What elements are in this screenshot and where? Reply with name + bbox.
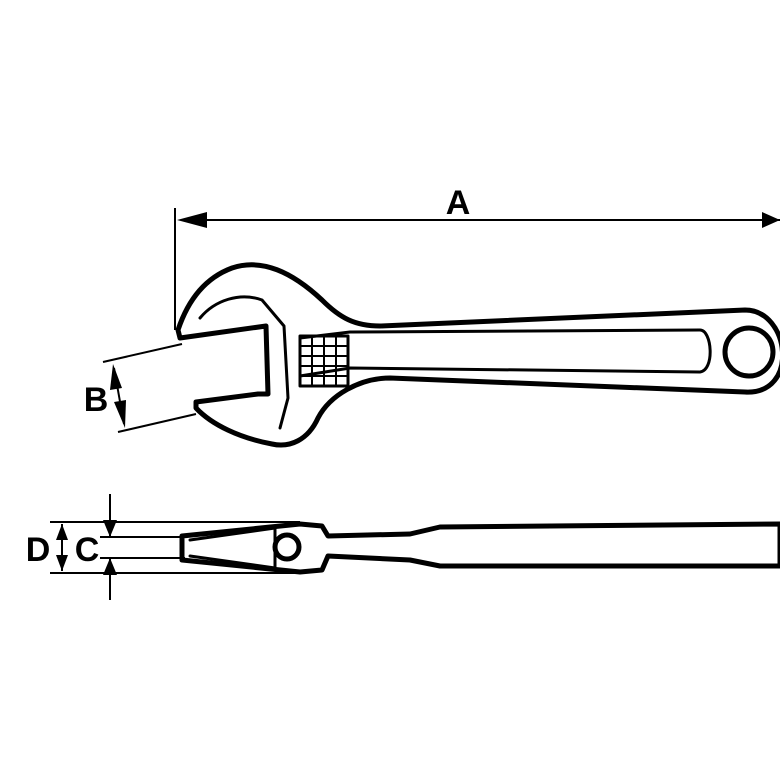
side-profile-outline xyxy=(179,521,780,575)
dimension-c-label: C xyxy=(75,531,100,569)
dimension-c-d: D C xyxy=(26,494,300,600)
wrench-side-view xyxy=(179,521,780,575)
wrench-body-outline xyxy=(175,262,780,448)
wrench-top-view xyxy=(175,262,780,448)
head-inner-contour xyxy=(198,295,290,430)
adjustment-worm xyxy=(298,334,350,388)
dimension-d-label: D xyxy=(26,531,51,569)
dimension-a: A xyxy=(174,184,780,330)
dimension-b-label: B xyxy=(84,381,109,419)
dimension-b: B xyxy=(84,343,197,433)
hanging-hole xyxy=(722,325,776,379)
side-pivot-hole xyxy=(272,532,302,562)
dimension-a-label: A xyxy=(446,184,471,222)
handle-inner-contour xyxy=(298,328,712,378)
